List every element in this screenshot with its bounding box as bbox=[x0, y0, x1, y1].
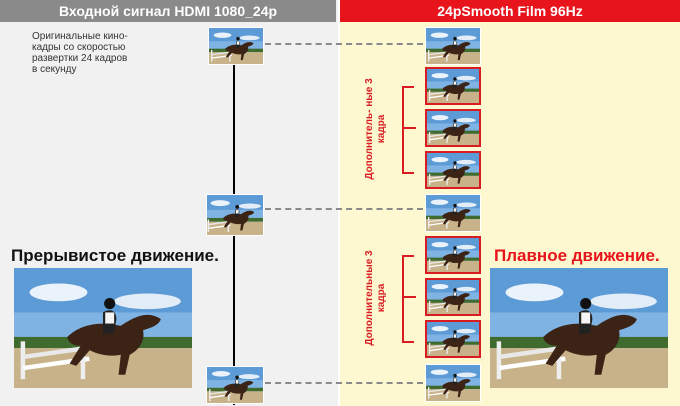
extra-frames-bracket-2 bbox=[402, 255, 414, 343]
smooth-motion-caption: Плавное движение. bbox=[494, 246, 660, 265]
bracket-2-mid bbox=[402, 296, 416, 298]
extra-frames-label-1: Дополнитель- ные 3 кадра bbox=[364, 78, 387, 180]
output-frame-1 bbox=[425, 27, 481, 65]
original-frames-note: Оригинальные кино-кадры со скоростью раз… bbox=[32, 31, 128, 75]
bracket-1-mid bbox=[402, 127, 416, 129]
extra-frame-1b bbox=[425, 109, 481, 147]
input-frame-1 bbox=[208, 27, 264, 65]
input-frame-3 bbox=[206, 366, 264, 404]
output-frame-2 bbox=[425, 194, 481, 232]
extra-frames-label-2: Дополнительные 3 кадра bbox=[364, 250, 387, 346]
frame-link-3 bbox=[265, 382, 423, 384]
extra-frame-2a bbox=[425, 236, 481, 274]
input-frame-2 bbox=[206, 194, 264, 236]
smooth-film-header: 24pSmooth Film 96Hz bbox=[340, 0, 680, 22]
smooth-motion-photo bbox=[490, 268, 668, 388]
extra-frame-2b bbox=[425, 278, 481, 316]
extra-frame-1c bbox=[425, 151, 481, 189]
extra-frame-1a bbox=[425, 67, 481, 105]
choppy-motion-photo bbox=[14, 268, 192, 388]
extra-frame-2c bbox=[425, 320, 481, 358]
choppy-motion-caption: Прерывистое движение. bbox=[11, 246, 219, 265]
frame-link-2 bbox=[265, 208, 423, 210]
extra-frames-bracket-1 bbox=[402, 86, 414, 174]
output-frame-3 bbox=[425, 364, 481, 402]
frame-link-1 bbox=[265, 43, 423, 45]
input-signal-header: Входной сигнал HDMI 1080_24p bbox=[0, 0, 336, 22]
